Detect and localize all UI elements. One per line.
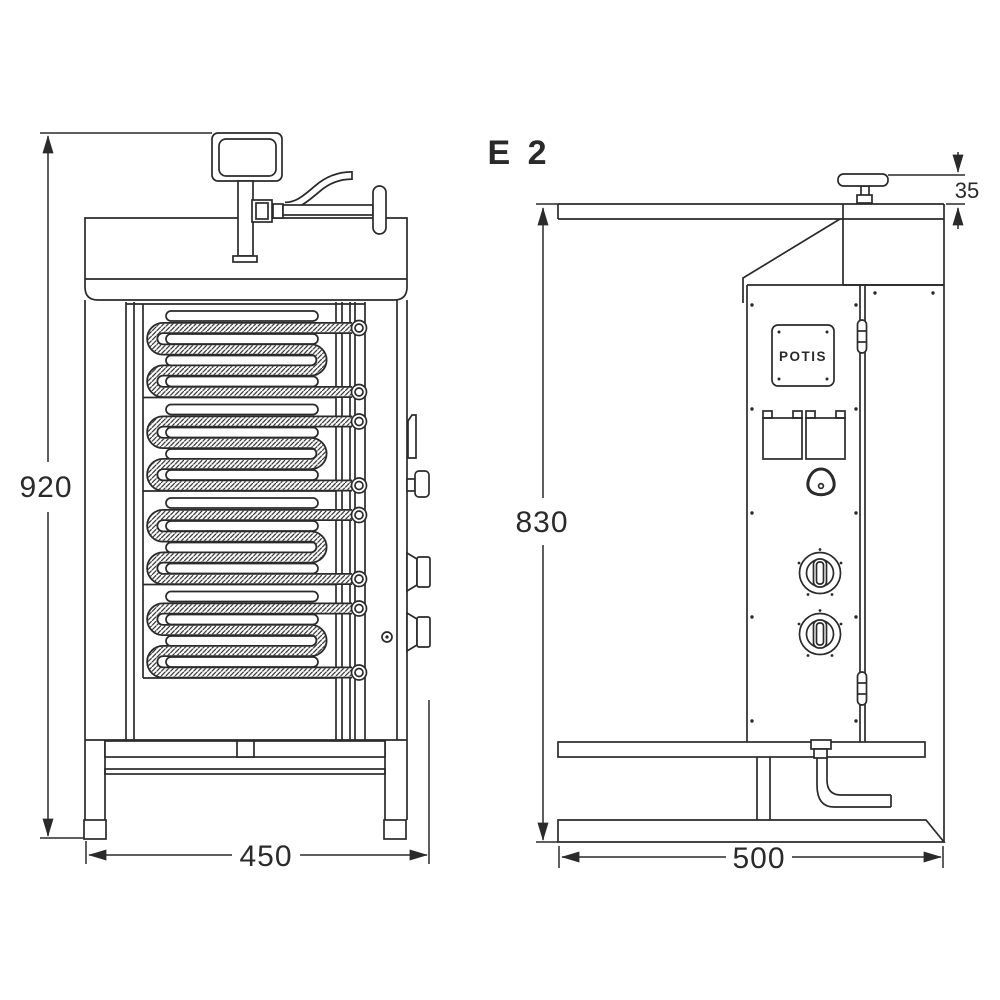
dim-label-front-height: 920 [19, 471, 72, 504]
side-base [557, 739, 946, 843]
panel-screws [750, 291, 935, 723]
skewer-post [237, 180, 254, 257]
dim-label-side-depth: 500 [732, 842, 785, 875]
motor-assembly [211, 132, 387, 263]
dimension-handle-offset: 35 [888, 152, 979, 229]
heating-element-section [146, 310, 368, 401]
heating-element-section [146, 497, 368, 588]
brand-plate-label: POTIS [779, 349, 827, 364]
side-view: POTIS [557, 173, 946, 843]
side-drip-tray [557, 741, 926, 758]
tray-fitting [236, 740, 255, 758]
dim-label-handle-offset: 35 [955, 178, 979, 203]
dimension-front-width: 450 [85, 700, 430, 873]
floor-plate [557, 819, 946, 843]
element-terminal [350, 413, 368, 494]
model-title: E 2 [487, 134, 550, 172]
skewer-handle [372, 185, 387, 235]
element-terminal [350, 319, 368, 401]
front-view [83, 132, 431, 840]
heating-element-section [146, 403, 368, 494]
terminal-box [762, 410, 803, 460]
front-base [83, 740, 407, 840]
side-body-panel [746, 284, 944, 742]
side-canopy-profile [742, 218, 841, 303]
gas-valve-knob [406, 470, 430, 498]
element-terminal [350, 600, 368, 681]
dimension-side-height: 830 [515, 203, 568, 843]
side-bracket [407, 414, 417, 459]
skewer-tightening-handle [837, 173, 889, 204]
door-hinge-pin [856, 671, 868, 706]
grease-drain [810, 739, 892, 808]
foot [83, 819, 107, 840]
front-side-fixtures [381, 414, 431, 653]
dimension-front-height: 920 [19, 132, 212, 839]
control-knob-side-profile [406, 611, 431, 653]
brand-plate: POTIS [771, 324, 835, 387]
skewer-clamp [251, 199, 273, 223]
dim-label-side-height: 830 [515, 506, 568, 539]
control-knob [797, 609, 843, 657]
control-knob-side-profile [406, 551, 431, 593]
dim-label-front-width: 450 [239, 840, 292, 873]
skewer-rod [282, 204, 374, 216]
foot [383, 819, 407, 840]
ignition-button [806, 467, 836, 497]
dimension-side-depth: 500 [558, 842, 944, 875]
pilot-screw [381, 631, 393, 643]
element-terminal [350, 506, 368, 588]
control-knob [797, 548, 843, 596]
heating-element-section [146, 590, 368, 681]
door-hinge-pin [856, 319, 868, 354]
terminal-box [805, 410, 846, 460]
